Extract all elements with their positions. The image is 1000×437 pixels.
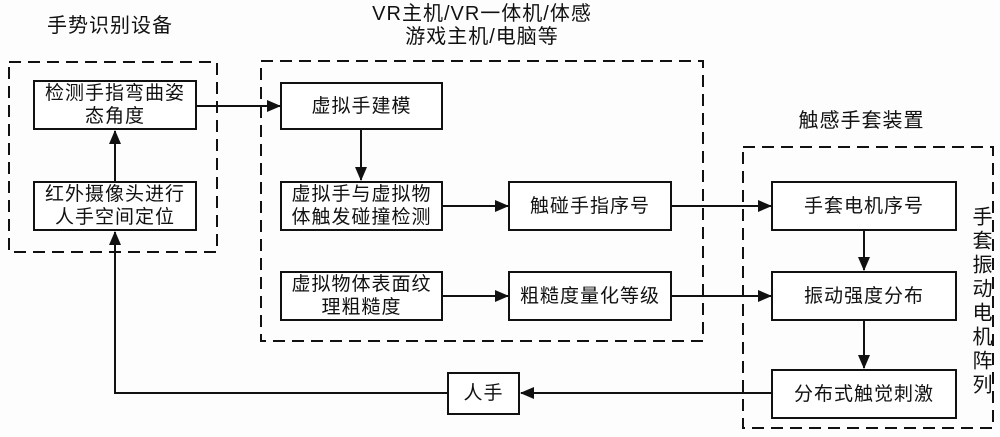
node-infrared-positioning: 红外摄像头进行 人手空间定位 — [33, 181, 197, 231]
node-label: 检测手指弯曲姿 — [44, 83, 185, 104]
node-label: 虚拟物体表面纹 — [291, 274, 432, 295]
node-distributed-tactile-stimulation: 分布式触觉刺激 — [771, 369, 957, 419]
node-label: 理粗糙度 — [321, 297, 402, 318]
node-collision-detection: 虚拟手与虚拟物 体触发碰撞检测 — [280, 181, 443, 231]
glove-device-title: 触感手套装置 — [798, 110, 925, 132]
arrow-hand-to-infrared — [109, 231, 447, 394]
node-label: 触碰手指序号 — [529, 195, 650, 217]
vr-host-title-line2: 游戏主机/电脑等 — [405, 26, 559, 48]
node-roughness-quantization-level: 粗糙度量化等级 — [508, 271, 672, 321]
node-virtual-hand-modeling: 虚拟手建模 — [280, 82, 443, 130]
node-label: 态角度 — [84, 106, 145, 127]
node-surface-texture-roughness: 虚拟物体表面纹 理粗糙度 — [280, 271, 443, 321]
node-label: 分布式触觉刺激 — [793, 383, 934, 405]
node-label: 人手空间定位 — [54, 207, 175, 228]
node-label: 虚拟手与虚拟物 — [291, 184, 432, 205]
gesture-device-container — [8, 61, 218, 253]
node-touched-finger-number: 触碰手指序号 — [508, 181, 672, 231]
node-glove-motor-number: 手套电机序号 — [771, 181, 957, 231]
gesture-device-title: 手势识别设备 — [47, 15, 173, 37]
node-label: 体触发碰撞检测 — [291, 207, 432, 228]
node-vibration-intensity-distribution: 振动强度分布 — [771, 271, 957, 321]
vr-host-container — [260, 60, 704, 342]
node-label: 粗糙度量化等级 — [519, 285, 660, 307]
node-human-hand: 人手 — [447, 372, 520, 415]
node-label: 振动强度分布 — [803, 285, 924, 307]
node-label: 人手 — [463, 383, 504, 404]
glove-device-container — [742, 146, 994, 429]
vr-host-title: VR主机/VR一体机/体感 游戏主机/电脑等 — [332, 3, 632, 49]
node-label: 手套电机序号 — [803, 195, 924, 217]
node-label: 虚拟手建模 — [311, 95, 412, 117]
node-detect-finger-angle: 检测手指弯曲姿 态角度 — [33, 80, 197, 130]
glove-motor-array-side-label: 手套振动电机阵列 — [969, 206, 991, 398]
node-label: 红外摄像头进行 — [44, 184, 185, 205]
vr-host-title-line1: VR主机/VR一体机/体感 — [372, 3, 592, 25]
